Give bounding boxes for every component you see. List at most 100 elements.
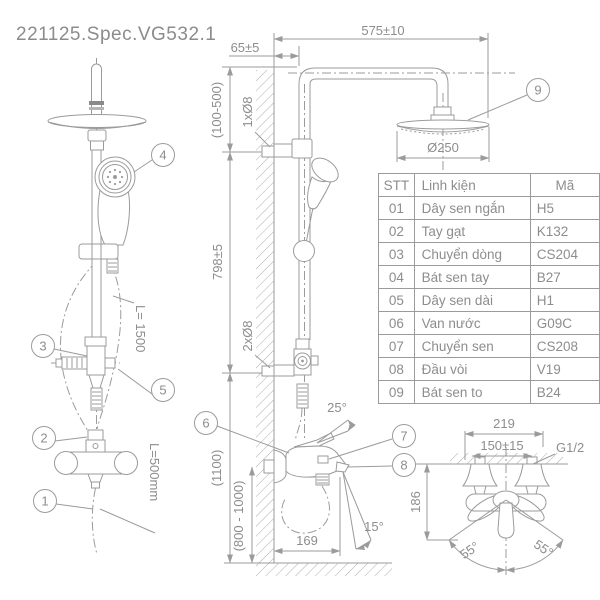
- table-row: 05 Dây sen dài H1: [378, 288, 600, 312]
- table-row: 01 Dây sen ngắn H5: [378, 196, 600, 220]
- hose-label-leader: [112, 295, 135, 304]
- callout-4-leader: [133, 159, 153, 173]
- callout-9-leader: [467, 94, 528, 121]
- escutcheon-right: [514, 463, 550, 487]
- dim-label-2xO8: 2xØ8: [240, 320, 255, 351]
- callout-3-leader: [53, 348, 88, 357]
- table-row: 02 Tay gạt K132: [378, 219, 600, 243]
- cell-code: CS208: [529, 334, 600, 358]
- disc-collar-lower: [90, 140, 104, 151]
- dim-label-250: Ø250: [427, 140, 459, 155]
- diverter-collar: [84, 336, 107, 347]
- faucet-end-right: [114, 451, 138, 475]
- spray-holes: [106, 168, 124, 186]
- callout-3-number: 3: [39, 339, 46, 354]
- callout-9-number: 9: [534, 83, 541, 98]
- nut-right: [525, 485, 539, 495]
- dim-label-169: 169: [296, 533, 318, 548]
- callout-8-number: 8: [400, 458, 407, 473]
- dim-label-186: 186: [408, 491, 423, 513]
- shower-arm-outer: [298, 67, 449, 107]
- floor-hatch: [256, 563, 392, 576]
- dim-label-G12: G1/2: [556, 440, 584, 455]
- table-row: 08 Đầu vòi V19: [378, 357, 600, 381]
- cell-stt: 06: [378, 311, 415, 335]
- cell-stt: 03: [378, 242, 415, 266]
- top-anchor-stub: [261, 145, 275, 158]
- slide-bar-lower: [91, 257, 102, 339]
- callout-4-number: 4: [159, 148, 166, 163]
- top-bracket-collar: [291, 138, 313, 159]
- overhead-shower-disc: [47, 114, 147, 128]
- faucet-outlet-tip: [91, 481, 100, 489]
- head-connector-upper: [433, 106, 452, 116]
- top-pipe: [91, 63, 102, 121]
- dim-label-798: 798±5: [210, 244, 225, 280]
- cell-name: Bát sen to: [413, 380, 531, 404]
- disc-collar: [87, 129, 107, 142]
- dim-label-15deg: 15°: [364, 519, 384, 534]
- mixer-escutcheon-side: [273, 449, 287, 484]
- drawing-title: 221125.Spec.VG532.1: [16, 24, 217, 45]
- valve-knob-inner: [297, 356, 308, 366]
- callout-6-circle: [194, 411, 218, 435]
- callouts: 1 2 3 4 5 6 7 8 9: [31, 78, 550, 513]
- cell-stt: 02: [378, 219, 415, 243]
- handle-angle-arc: [347, 419, 356, 432]
- header-stt: STT: [378, 173, 415, 197]
- cell-code: V19: [529, 357, 600, 381]
- cell-name: Chuyển dòng: [413, 242, 531, 266]
- swing-arc-right: [505, 539, 564, 573]
- handle-lever-front: [497, 502, 515, 539]
- diverter-knob-left: [61, 356, 88, 370]
- bottom-anchor-stub: [261, 365, 275, 377]
- cell-code: CS204: [529, 242, 600, 266]
- table-row: 09 Bát sen to B24: [378, 380, 600, 404]
- shower-column-front-view: [47, 58, 156, 555]
- hand-shower-face-mid: [98, 160, 132, 194]
- short-hose: [91, 487, 98, 555]
- table-header-row: STT Linh kiện Mã: [378, 173, 600, 197]
- dim-label-800-1000: (800 - 1000): [231, 481, 246, 552]
- diverter-knob-right: [104, 357, 116, 369]
- callout-1-leader: [55, 503, 94, 510]
- spout-tip-side: [335, 461, 350, 473]
- spout-angle-arc: [355, 539, 372, 551]
- pipe-band-dark: [89, 101, 104, 105]
- dimension-lines: [222, 33, 490, 564]
- cell-code: K132: [529, 219, 600, 243]
- hose-connector-upper: [87, 429, 104, 441]
- callout-1-circle: [33, 489, 57, 513]
- callout-4-circle: [151, 143, 175, 167]
- mixer-hose-loop: [281, 485, 330, 534]
- nut-left: [473, 485, 487, 495]
- dim-label-55-right: 55°: [531, 537, 556, 560]
- pipe-band-light: [89, 107, 104, 110]
- overhead-head-rim: [396, 125, 490, 133]
- valve-side-tab: [310, 355, 319, 366]
- overhead-head-side: [396, 119, 490, 130]
- dim-label-100-500: (100-500): [209, 82, 224, 138]
- handle-angle-line-2: [316, 430, 349, 444]
- cell-stt: 07: [378, 334, 415, 358]
- cell-stt: 05: [378, 288, 415, 312]
- slider-knob: [106, 258, 119, 274]
- table-row: 04 Bát sen tay B27: [378, 265, 600, 289]
- callout-2-circle: [32, 426, 56, 450]
- header-ma: Mã: [529, 173, 600, 197]
- faucet-outlet: [87, 473, 104, 483]
- dim-label-575: 575±10: [361, 23, 404, 38]
- dim-label-L500: L=500mm: [147, 443, 162, 501]
- spout-angle-line-2: [342, 471, 372, 541]
- header-linh-kien: Linh kiện: [413, 173, 531, 197]
- valve-to-mixer-hose: [294, 407, 303, 442]
- dim-label-25deg: 25°: [327, 400, 347, 415]
- cell-stt: 01: [378, 196, 415, 220]
- shower-arm-inner: [309, 78, 438, 107]
- dim-label-L1500: L= 1500: [133, 305, 148, 352]
- dim-label-1xO8: 1xØ8: [240, 96, 255, 127]
- cell-name: Đầu vòi: [413, 357, 531, 381]
- callout-7-leader: [328, 438, 393, 460]
- handle-angle-line-1: [316, 419, 349, 444]
